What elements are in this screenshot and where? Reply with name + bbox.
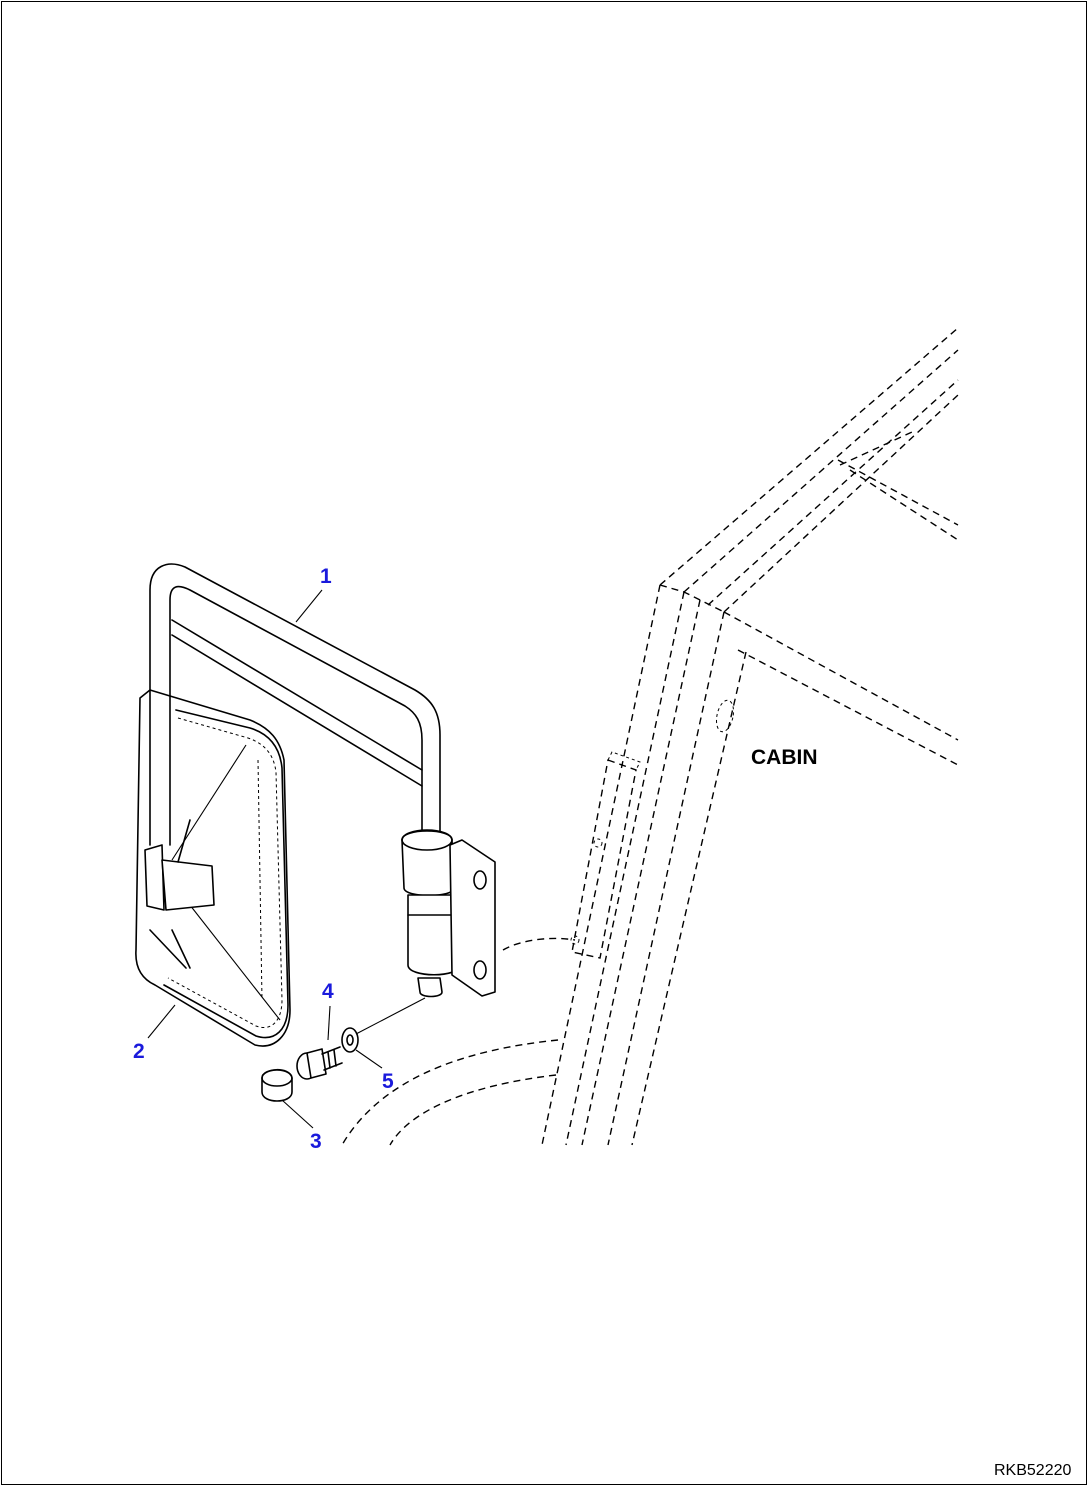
bolt: [296, 1046, 343, 1080]
callout-2: 2: [133, 1040, 145, 1063]
callout-3: 3: [310, 1130, 322, 1153]
cabin-label: CABIN: [751, 746, 818, 769]
assembly-line: [355, 997, 426, 1035]
cap: [261, 1068, 293, 1102]
drawing-code: RKB52220: [994, 1462, 1071, 1479]
callout-4: 4: [322, 980, 334, 1003]
callout-1: 1: [320, 565, 332, 588]
mirror: [135, 689, 291, 1047]
callout-5: 5: [382, 1070, 394, 1093]
leader-lines: [147, 589, 383, 1129]
washer: [341, 1027, 359, 1053]
mirror-stay: [149, 563, 496, 998]
cabin-frame: [341, 327, 959, 1146]
